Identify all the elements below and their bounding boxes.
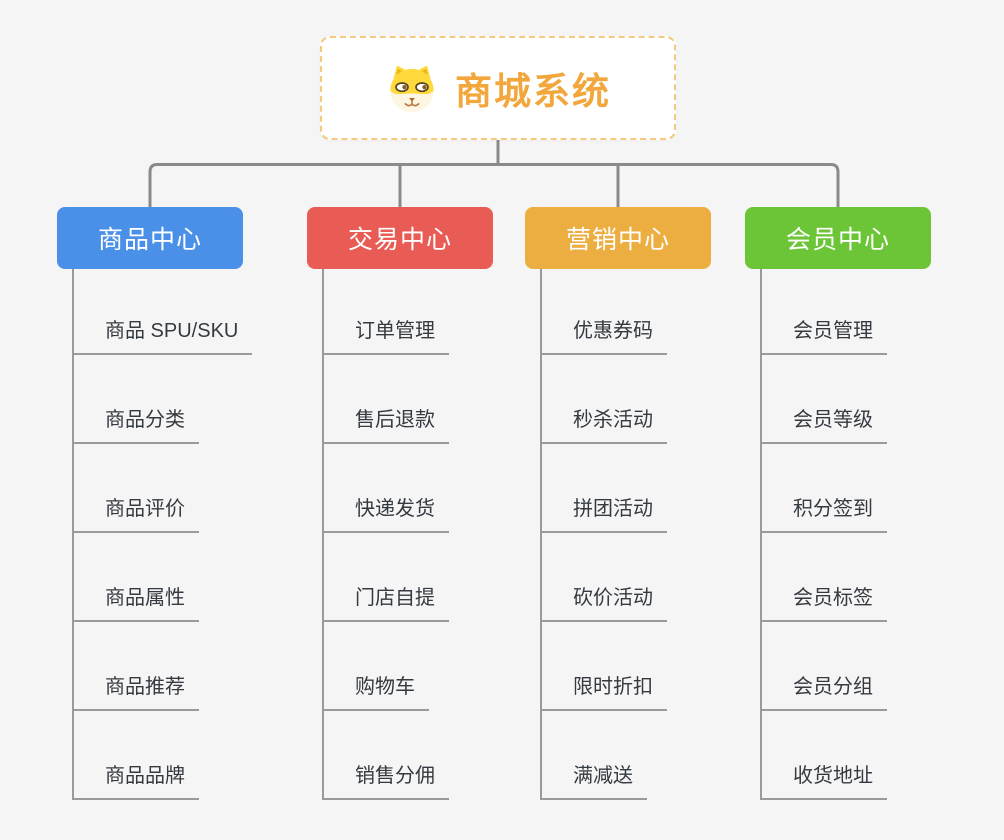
root-node-title: 商城系统 <box>455 71 611 112</box>
branch-spine-line <box>322 269 324 800</box>
root-node[interactable]: 商城系统 <box>320 36 676 140</box>
child-slot: 会员标签 <box>745 533 975 622</box>
child-node[interactable]: 会员分组 <box>760 675 887 711</box>
branch-children: 商品 SPU/SKU 商品分类商品评价商品属性商品推荐商品品牌 <box>57 266 287 800</box>
child-node[interactable]: 商品 SPU/SKU <box>72 319 253 355</box>
child-slot: 限时折扣 <box>525 622 755 711</box>
child-slot: 商品推荐 <box>57 622 287 711</box>
child-slot: 积分签到 <box>745 444 975 533</box>
child-node[interactable]: 收货地址 <box>760 764 887 800</box>
child-slot: 商品 SPU/SKU <box>57 266 287 355</box>
child-node[interactable]: 售后退款 <box>322 408 449 444</box>
child-slot: 会员管理 <box>745 266 975 355</box>
child-slot: 满减送 <box>525 711 755 800</box>
branch-node-product-center[interactable]: 商品中心 <box>57 207 243 269</box>
branch-product-center: 商品中心商品 SPU/SKU 商品分类商品评价商品属性商品推荐商品品牌 <box>57 0 287 840</box>
child-slot: 会员分组 <box>745 622 975 711</box>
branch-node-marketing-center[interactable]: 营销中心 <box>525 207 711 269</box>
child-slot: 砍价活动 <box>525 533 755 622</box>
child-node[interactable]: 秒杀活动 <box>540 408 667 444</box>
branch-spine-line <box>540 269 542 800</box>
child-node[interactable]: 积分签到 <box>760 497 887 533</box>
branch-children: 优惠券码秒杀活动拼团活动砍价活动限时折扣满减送 <box>525 266 755 800</box>
child-node[interactable]: 会员等级 <box>760 408 887 444</box>
child-node[interactable]: 会员管理 <box>760 319 887 355</box>
child-slot: 会员等级 <box>745 355 975 444</box>
child-slot: 优惠券码 <box>525 266 755 355</box>
child-node[interactable]: 商品品牌 <box>72 764 199 800</box>
dog-face-icon <box>390 65 434 113</box>
child-node[interactable]: 拼团活动 <box>540 497 667 533</box>
branch-children: 订单管理售后退款快递发货门店自提购物车销售分佣 <box>307 266 537 800</box>
child-node[interactable]: 优惠券码 <box>540 319 667 355</box>
child-node[interactable]: 商品评价 <box>72 497 199 533</box>
branch-trade-center: 交易中心订单管理售后退款快递发货门店自提购物车销售分佣 <box>307 0 537 840</box>
child-slot: 秒杀活动 <box>525 355 755 444</box>
child-slot: 售后退款 <box>307 355 537 444</box>
child-node[interactable]: 销售分佣 <box>322 764 449 800</box>
child-node[interactable]: 快递发货 <box>322 497 449 533</box>
child-slot: 商品分类 <box>57 355 287 444</box>
child-node[interactable]: 商品属性 <box>72 586 199 622</box>
child-node[interactable]: 订单管理 <box>322 319 449 355</box>
branch-node-trade-center[interactable]: 交易中心 <box>307 207 493 269</box>
branch-member-center: 会员中心会员管理会员等级积分签到会员标签会员分组收货地址 <box>745 0 975 840</box>
child-slot: 快递发货 <box>307 444 537 533</box>
child-node[interactable]: 满减送 <box>540 764 647 800</box>
child-slot: 拼团活动 <box>525 444 755 533</box>
child-node[interactable]: 会员标签 <box>760 586 887 622</box>
branch-node-member-center[interactable]: 会员中心 <box>745 207 931 269</box>
child-slot: 收货地址 <box>745 711 975 800</box>
child-slot: 商品评价 <box>57 444 287 533</box>
child-slot: 购物车 <box>307 622 537 711</box>
child-node[interactable]: 商品推荐 <box>72 675 199 711</box>
child-node[interactable]: 购物车 <box>322 675 429 711</box>
child-node[interactable]: 门店自提 <box>322 586 449 622</box>
branch-spine-line <box>72 269 74 800</box>
child-node[interactable]: 商品分类 <box>72 408 199 444</box>
child-node[interactable]: 限时折扣 <box>540 675 667 711</box>
child-node[interactable]: 砍价活动 <box>540 586 667 622</box>
branch-marketing-center: 营销中心优惠券码秒杀活动拼团活动砍价活动限时折扣满减送 <box>525 0 755 840</box>
child-slot: 商品品牌 <box>57 711 287 800</box>
child-slot: 订单管理 <box>307 266 537 355</box>
child-slot: 商品属性 <box>57 533 287 622</box>
child-slot: 门店自提 <box>307 533 537 622</box>
branch-children: 会员管理会员等级积分签到会员标签会员分组收货地址 <box>745 266 975 800</box>
child-slot: 销售分佣 <box>307 711 537 800</box>
branch-spine-line <box>760 269 762 800</box>
